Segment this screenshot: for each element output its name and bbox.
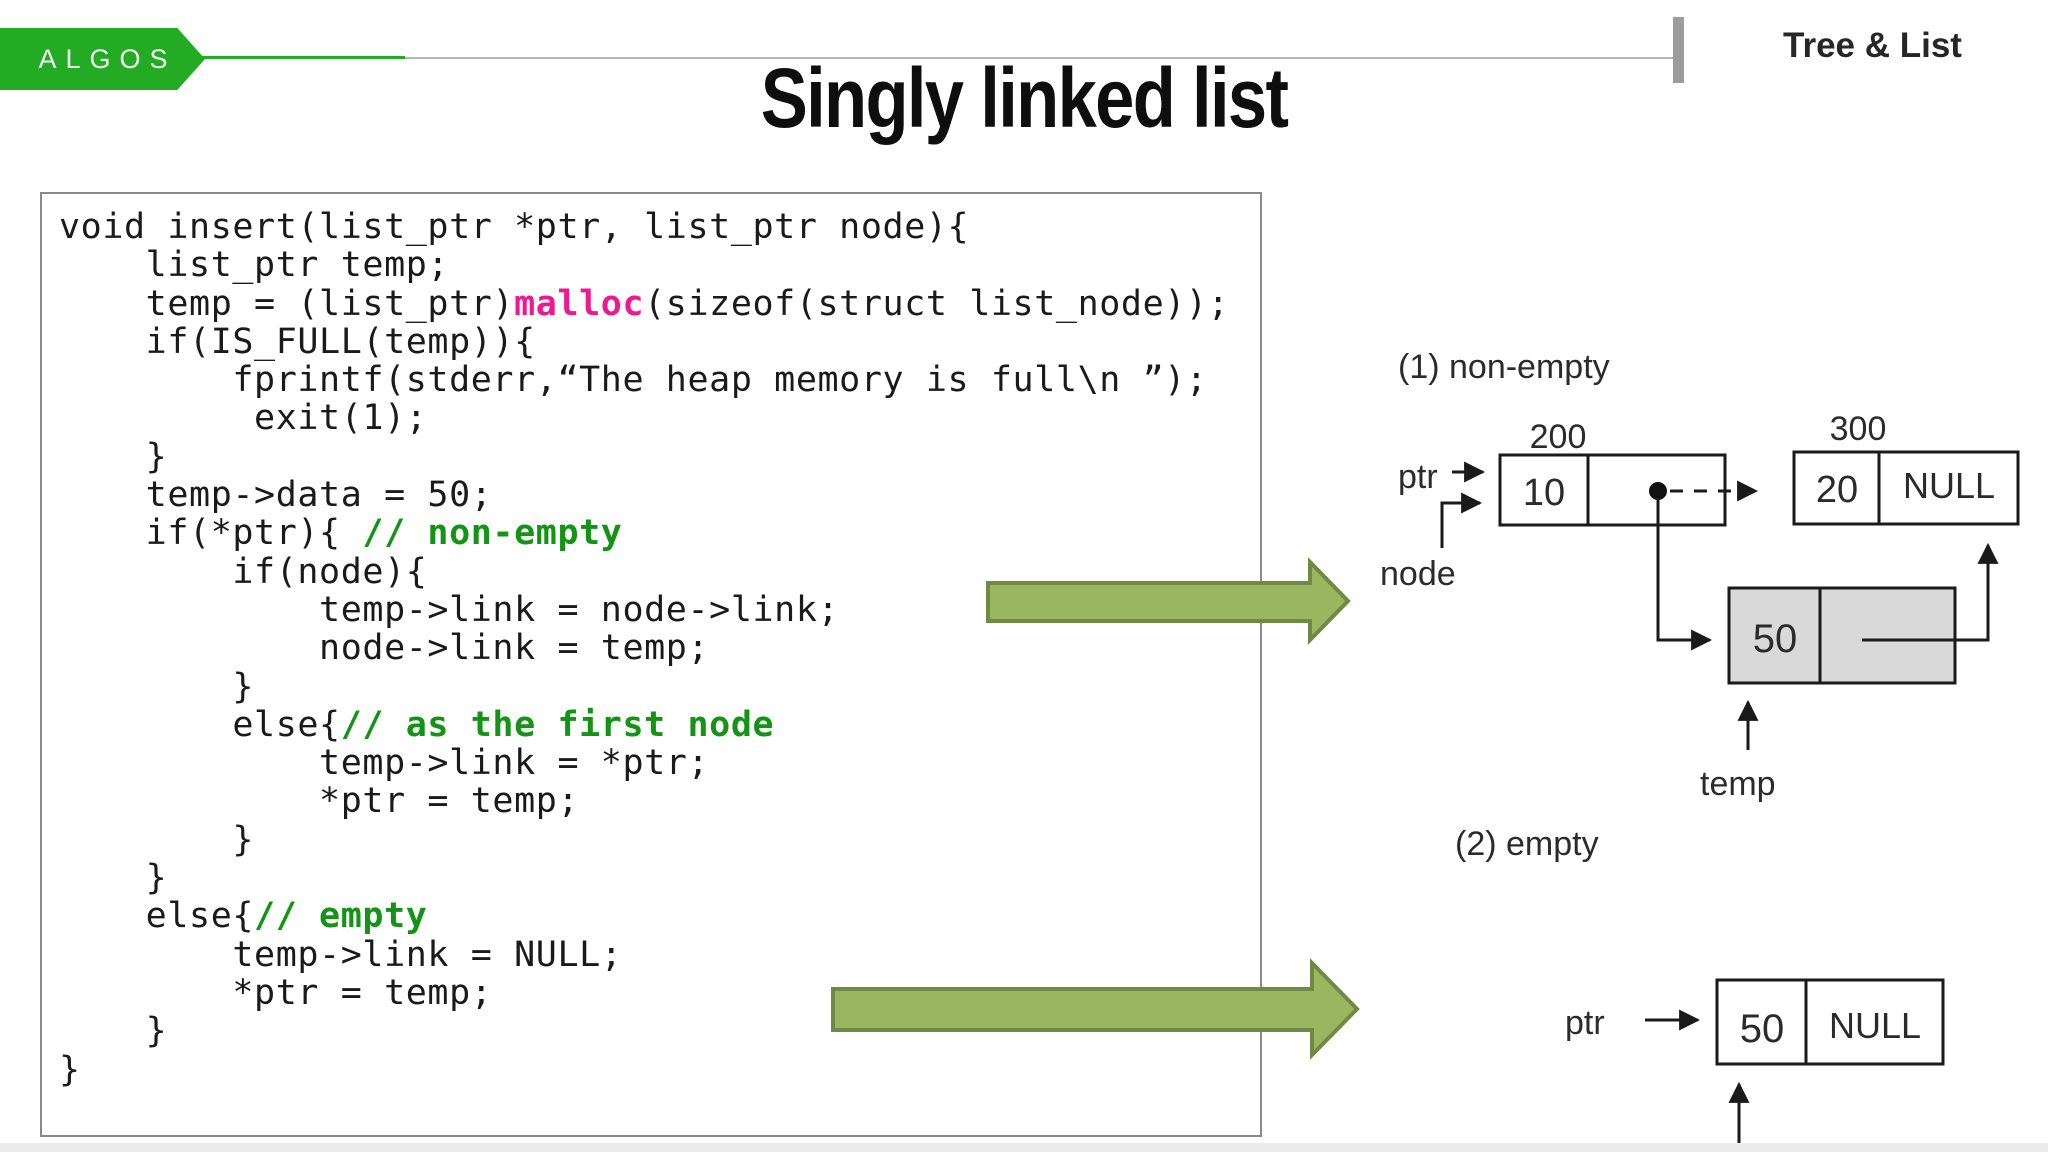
code-line: temp->link = *ptr; <box>59 743 710 784</box>
node-200-box <box>1498 453 1727 527</box>
temp-node-box <box>1727 586 1957 685</box>
empty-node-box <box>1715 978 1945 1066</box>
empty-node-null: NULL <box>1829 1005 1921 1046</box>
node-200-link-dot <box>1649 482 1667 500</box>
code-panel: void insert(list_ptr *ptr, list_ptr node… <box>40 192 1262 1137</box>
code-line: *ptr = temp; <box>59 781 580 822</box>
code-line: if(IS_FULL(temp)){ <box>59 321 536 362</box>
code-line: } <box>59 1049 81 1090</box>
code-line: exit(1); <box>59 398 428 439</box>
node-arrow <box>1440 492 1483 548</box>
code-line: } <box>59 666 255 707</box>
code-line: temp->link = NULL; <box>59 934 623 975</box>
algos-badge: ALGOS <box>0 28 205 90</box>
address-300: 300 <box>1830 410 1887 448</box>
code-line: temp = (list_ptr)malloc(sizeof(struct li… <box>59 283 1230 324</box>
bottom-strip <box>0 1143 2048 1152</box>
code-line: if(node){ <box>59 551 428 592</box>
link-to-temp-arrow <box>1656 498 1713 651</box>
header-rule-gray <box>405 57 1675 59</box>
empty-ptr-label: ptr <box>1565 1004 1605 1042</box>
callout-arrow-empty <box>831 958 1360 1060</box>
code-line: *ptr = temp; <box>59 972 493 1013</box>
code-block: void insert(list_ptr *ptr, list_ptr node… <box>59 208 1260 1089</box>
code-line: } <box>59 436 168 477</box>
page-title: Singly linked list <box>760 51 1289 145</box>
temp-label: temp <box>1700 765 1776 803</box>
temp-node-data: 50 <box>1753 617 1798 661</box>
non-empty-caption: (1) non-empty <box>1398 348 1610 386</box>
code-line: fprintf(stderr,“The heap memory is full\… <box>59 360 1208 401</box>
code-line: temp->link = node->link; <box>59 589 840 630</box>
non-empty-ptr-label: ptr <box>1398 458 1438 496</box>
code-line: list_ptr temp; <box>59 245 450 286</box>
temp-link-arrow <box>1862 542 1999 642</box>
node-300-box <box>1792 450 2020 526</box>
empty-node-data: 50 <box>1740 1007 1785 1051</box>
callout-arrow-non-empty <box>986 557 1351 645</box>
code-line: } <box>59 858 168 899</box>
node-label: node <box>1380 555 1456 593</box>
code-line: node->link = temp; <box>59 628 710 669</box>
header-rule-green <box>196 56 405 59</box>
address-200: 200 <box>1530 418 1587 456</box>
node-300-data: 20 <box>1816 469 1858 511</box>
node-300-null: NULL <box>1903 465 1995 506</box>
code-line: } <box>59 1011 168 1052</box>
badge-label: ALGOS <box>38 43 177 74</box>
code-line: void insert(list_ptr *ptr, list_ptr node… <box>59 207 970 247</box>
empty-caption: (2) empty <box>1455 825 1599 863</box>
topic-label: Tree & List <box>1783 26 1962 65</box>
code-line: else{// as the first node <box>59 704 775 745</box>
node-200-data: 10 <box>1523 472 1565 514</box>
code-line: } <box>59 819 255 860</box>
code-line: temp->data = 50; <box>59 475 493 516</box>
header-end-bar <box>1673 17 1684 83</box>
code-line: if(*ptr){ // non-empty <box>59 513 623 554</box>
code-line: else{// empty <box>59 896 428 937</box>
